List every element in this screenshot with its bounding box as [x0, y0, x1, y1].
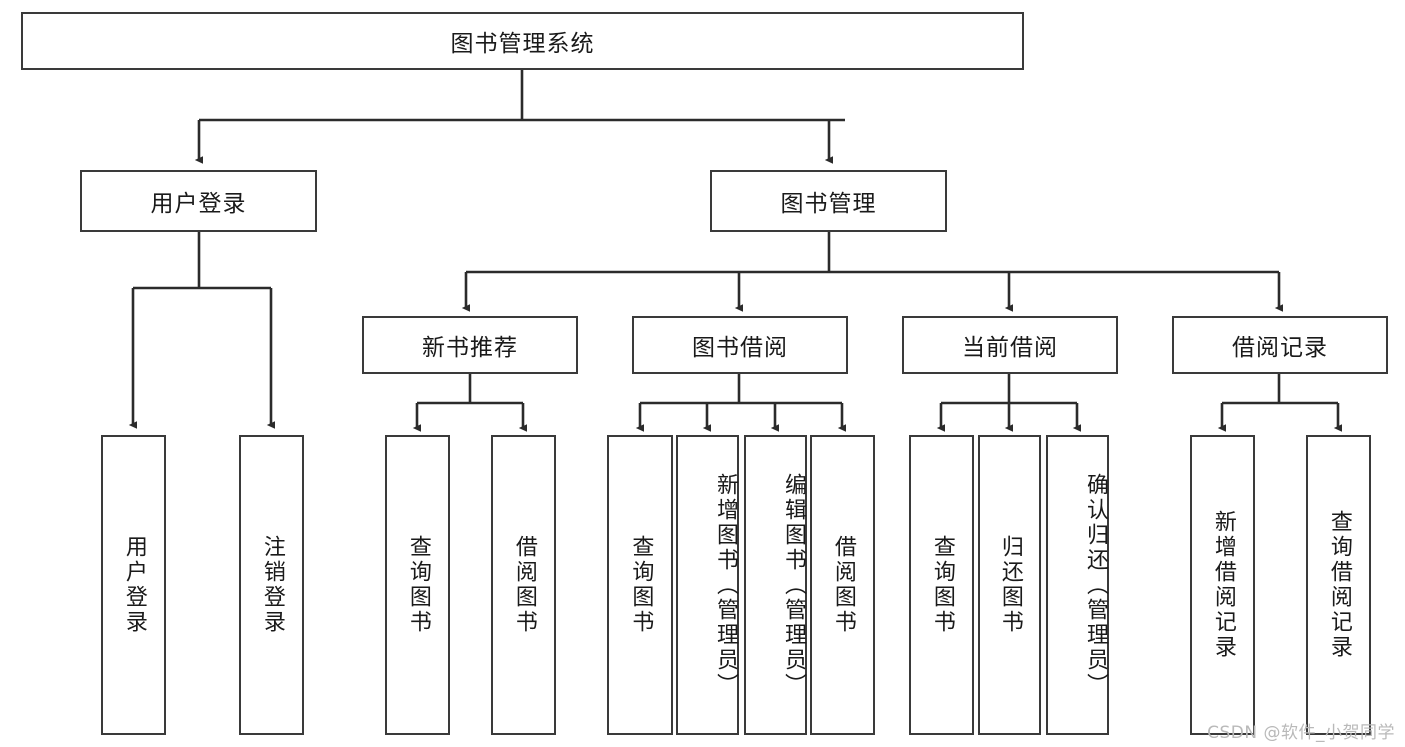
node-leaf-borrow-book-1[interactable]: 借阅图书 [491, 435, 556, 735]
node-leaf-edit-book-admin[interactable]: 编辑图书（管理员） [744, 435, 807, 735]
node-borrowing-record[interactable]: 借阅记录 [1172, 316, 1388, 374]
node-leaf-logout[interactable]: 注销登录 [239, 435, 304, 735]
node-leaf-query-book-2[interactable]: 查询图书 [607, 435, 673, 735]
node-label: 用户登录 [150, 191, 247, 217]
node-label: 用户登录 [121, 535, 147, 635]
node-label: 图书借阅 [692, 335, 788, 361]
node-label: 查询图书 [628, 535, 654, 635]
node-label: 图书管理 [780, 191, 877, 217]
node-label: 新增借阅记录 [1210, 510, 1236, 660]
node-new-book-recommendation[interactable]: 新书推荐 [362, 316, 578, 374]
node-leaf-query-book-3[interactable]: 查询图书 [909, 435, 974, 735]
node-leaf-add-borrow-record[interactable]: 新增借阅记录 [1190, 435, 1255, 735]
node-leaf-add-book-admin[interactable]: 新增图书（管理员） [676, 435, 739, 735]
node-leaf-query-borrow-record[interactable]: 查询借阅记录 [1306, 435, 1371, 735]
node-leaf-return-book[interactable]: 归还图书 [978, 435, 1041, 735]
node-book-management[interactable]: 图书管理 [710, 170, 947, 232]
node-book-borrowing[interactable]: 图书借阅 [632, 316, 848, 374]
node-label: 图书管理系统 [450, 31, 595, 57]
node-leaf-user-login[interactable]: 用户登录 [101, 435, 166, 735]
node-label: 新增图书（管理员） [713, 472, 738, 698]
node-root-book-management-system[interactable]: 图书管理系统 [21, 12, 1024, 70]
node-user-login[interactable]: 用户登录 [80, 170, 317, 232]
node-label: 借阅记录 [1232, 335, 1328, 361]
node-label: 借阅图书 [511, 535, 537, 635]
node-label: 查询图书 [405, 535, 431, 635]
node-label: 确认归还（管理员） [1083, 472, 1108, 698]
node-leaf-borrow-book-2[interactable]: 借阅图书 [810, 435, 875, 735]
node-label: 当前借阅 [962, 335, 1058, 361]
node-current-borrowing[interactable]: 当前借阅 [902, 316, 1118, 374]
node-label: 注销登录 [259, 535, 285, 635]
node-label: 借阅图书 [830, 535, 856, 635]
node-label: 查询图书 [929, 535, 955, 635]
node-label: 编辑图书（管理员） [781, 472, 806, 698]
node-label: 归还图书 [997, 535, 1023, 635]
node-label: 查询借阅记录 [1326, 510, 1352, 660]
node-leaf-query-book-1[interactable]: 查询图书 [385, 435, 450, 735]
node-leaf-confirm-return-admin[interactable]: 确认归还（管理员） [1046, 435, 1109, 735]
node-label: 新书推荐 [422, 335, 518, 361]
